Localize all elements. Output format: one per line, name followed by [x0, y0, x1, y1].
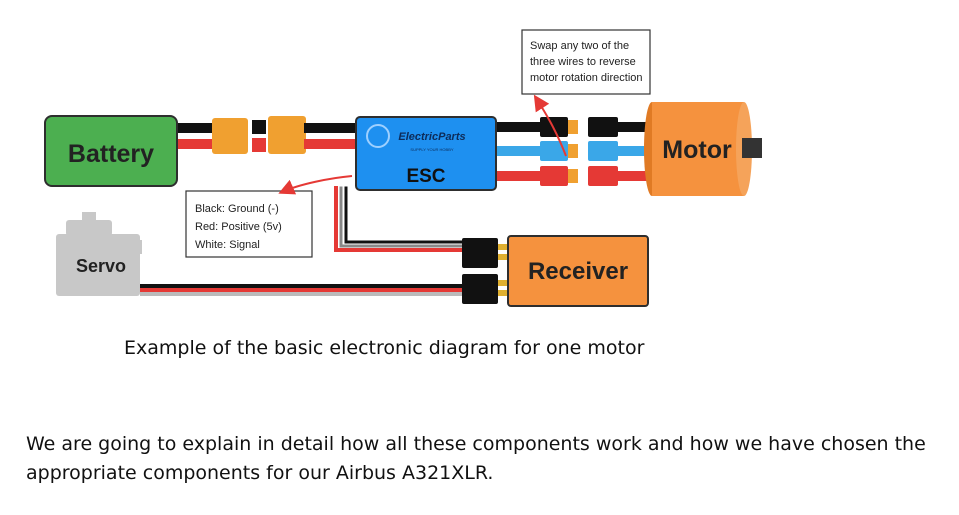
note-motor-direction: Swap any two of the three wires to rever… [521, 29, 651, 95]
note-motor-line-2: three wires to reverse [530, 56, 636, 68]
body-paragraph-line-2: appropriate components for our Airbus A3… [26, 462, 494, 484]
motor-shaft [742, 138, 762, 158]
servo-block: Servo [56, 212, 142, 296]
receiver-block: Receiver [507, 235, 649, 307]
battery-label: Battery [68, 140, 154, 168]
body-paragraph-line-1: We are going to explain in detail how al… [26, 433, 926, 455]
motor-label: Motor [662, 136, 732, 164]
esc-receiver-wires [334, 186, 467, 252]
note-motor-line-1: Swap any two of the [530, 40, 629, 52]
note-wires-line-2: Red: Positive (5v) [195, 221, 282, 233]
esc-block: ElectricParts SUPPLY YOUR HOBBY ESC [355, 116, 497, 191]
esc-label: ESC [406, 166, 445, 187]
note-wires-line-3: White: Signal [195, 239, 260, 251]
receiver-label: Receiver [528, 258, 628, 285]
body-paragraph: We are going to explain in detail how al… [26, 430, 926, 488]
battery-wires [175, 116, 360, 154]
motor-wires [495, 117, 656, 186]
note-wires-arrow [278, 175, 353, 195]
motor-block: Motor [644, 102, 762, 196]
electronics-diagram: Battery ElectricParts SUPPLY YOUR HOBBY … [44, 29, 762, 307]
diagram-caption: Example of the basic electronic diagram … [124, 337, 645, 359]
note-wires-line-1: Black: Ground (-) [195, 203, 279, 215]
battery-block: Battery [44, 115, 178, 187]
esc-brand-logo [366, 124, 390, 148]
esc-brand-label: ElectricParts [398, 131, 465, 143]
servo-label: Servo [76, 256, 126, 276]
note-motor-arrow [533, 94, 567, 157]
esc-input-connector [268, 116, 306, 154]
servo-receiver-wires [140, 284, 470, 296]
receiver-pins [462, 238, 508, 304]
esc-brand-tagline: SUPPLY YOUR HOBBY [410, 147, 453, 152]
battery-connector [212, 118, 248, 154]
note-wire-colors: Black: Ground (-) Red: Positive (5v) Whi… [185, 190, 313, 258]
note-motor-line-3: motor rotation direction [530, 72, 643, 84]
